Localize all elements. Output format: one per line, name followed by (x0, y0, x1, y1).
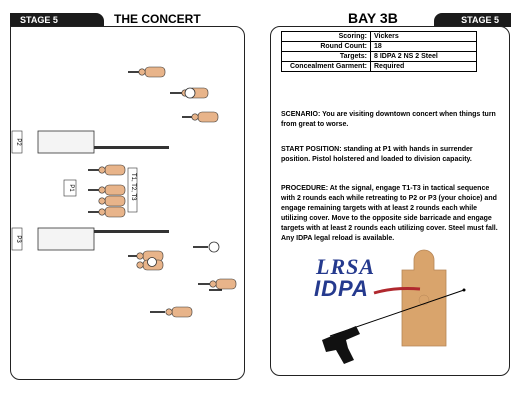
target-group-label: T1, T2, T3 (130, 173, 136, 201)
concealment-value: Required (370, 61, 477, 72)
scenario-text: You are visiting downtown concert when t… (281, 111, 496, 128)
lrsa-logo: LRSA (316, 254, 376, 279)
position-label-p1: P1 (68, 184, 74, 192)
scenario-paragraph: SCENARIO: You are visiting downtown conc… (281, 110, 503, 130)
barricade-p2: P2 (11, 130, 169, 154)
start-position-text: standing at P1 with hands in surrender p… (281, 146, 473, 163)
scoring-table: Scoring: Vickers Round Count: 18 Targets… (281, 31, 477, 72)
idpa-target-graphic (401, 249, 447, 347)
idpa-logo: IDPA (314, 276, 369, 301)
procedure-paragraph: PROCEDURE: At the signal, engage T1-T3 i… (281, 184, 503, 244)
start-position-paragraph: START POSITION: standing at P1 with hand… (281, 145, 503, 165)
bay-title: BAY 3B (348, 10, 398, 26)
barricade-p3: P3 (11, 227, 169, 251)
scenario-label: SCENARIO: (281, 111, 321, 118)
targets-t1-t3: T1, T2, T3 (88, 164, 138, 218)
stage-diagram-panel (10, 26, 245, 380)
pistol-icon (322, 288, 466, 364)
no-shoot-target-1 (170, 87, 209, 99)
start-position-p1: P1 (63, 179, 77, 197)
stage-title: THE CONCERT (114, 12, 201, 26)
stage-label-right: STAGE 5 (434, 13, 511, 27)
target-ipsc-3 (198, 278, 237, 290)
procedure-text: At the signal, engage T1-T3 in tactical … (281, 185, 498, 242)
steel-popper-1 (193, 241, 220, 253)
target-ipsc-1 (128, 66, 166, 78)
position-label-p2: P2 (15, 138, 21, 146)
target-ipsc-2 (182, 111, 219, 123)
stage-label-left: STAGE 5 (10, 13, 104, 27)
start-position-label: START POSITION: (281, 146, 342, 153)
table-row: Concealment Garment: Required (281, 61, 477, 72)
stage-description-panel (270, 26, 510, 376)
no-shoot-target-2 (128, 250, 164, 271)
procedure-label: PROCEDURE: (281, 185, 329, 192)
position-label-p3: P3 (15, 235, 21, 243)
target-ipsc-5 (150, 306, 193, 318)
logo-swoosh (373, 287, 421, 295)
